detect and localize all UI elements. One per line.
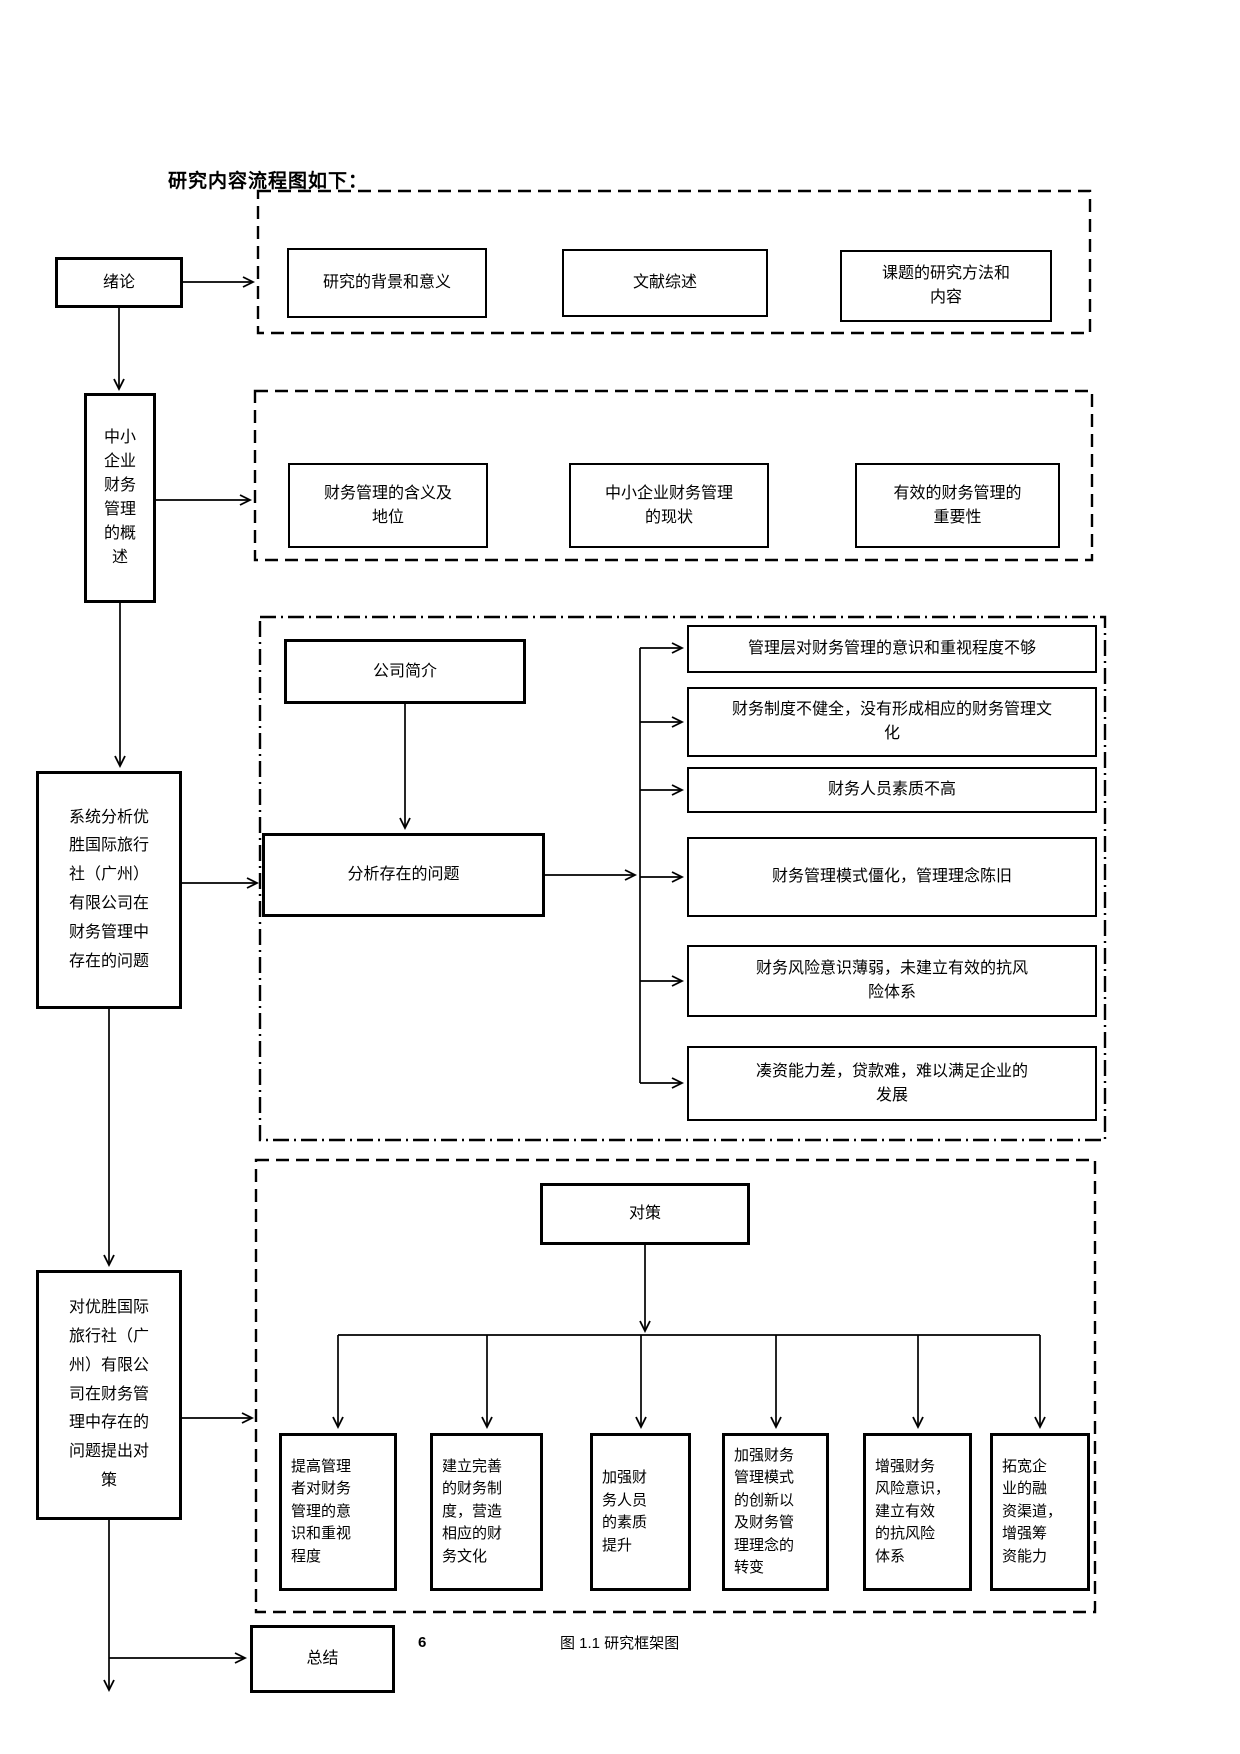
problem-box-1: 管理层对财务管理的意识和重视程度不够 (687, 625, 1097, 673)
solution-box-2: 建立完善 的财务制 度，营造 相应的财 务文化 (430, 1433, 543, 1591)
box-fm-meaning-status: 财务管理的含义及 地位 (288, 463, 488, 548)
box-literature-review: 文献综述 (562, 249, 768, 317)
section2-container (253, 389, 1094, 562)
page-number: 6 (418, 1634, 427, 1651)
solution-box-4: 加强财务 管理模式 的创新以 及财务管 理理念的 转变 (722, 1433, 829, 1591)
figure-caption: 图 1.1 研究框架图 (560, 1635, 680, 1652)
section4-container (254, 1158, 1097, 1614)
section1-container (256, 189, 1092, 335)
node-sme-overview: 中小 企业 财务 管理 的概 述 (84, 393, 156, 603)
box-company-profile: 公司简介 (284, 639, 526, 704)
box-research-background: 研究的背景和意义 (287, 248, 487, 318)
solution-box-3: 加强财 务人员 的素质 提升 (590, 1433, 691, 1591)
problem-box-3: 财务人员素质不高 (687, 767, 1097, 813)
box-effective-fm-importance: 有效的财务管理的 重要性 (855, 463, 1060, 548)
section3-container (258, 615, 1107, 1142)
problem-box-6: 凑资能力差，贷款难，难以满足企业的 发展 (687, 1046, 1097, 1121)
problem-box-2: 财务制度不健全，没有形成相应的财务管理文 化 (687, 687, 1097, 757)
box-sme-fm-status: 中小企业财务管理 的现状 (569, 463, 769, 548)
page-title: 研究内容流程图如下： (168, 171, 369, 192)
box-strategy: 对策 (540, 1183, 750, 1245)
node-countermeasures: 对优胜国际 旅行社（广 州）有限公 司在财务管 理中存在的 问题提出对 策 (36, 1270, 182, 1520)
problem-box-4: 财务管理模式僵化，管理理念陈旧 (687, 837, 1097, 917)
node-system-analysis: 系统分析优 胜国际旅行 社（广州） 有限公司在 财务管理中 存在的问题 (36, 771, 182, 1009)
solution-box-6: 拓宽企 业的融 资渠道， 增强筹 资能力 (990, 1433, 1090, 1591)
solution-box-1: 提高管理 者对财务 管理的意 识和重视 程度 (279, 1433, 397, 1591)
connector-arrows (103, 276, 1046, 1693)
solution-box-5: 增强财务 风险意识， 建立有效 的抗风险 体系 (863, 1433, 972, 1591)
node-introduction: 绪论 (55, 257, 183, 308)
box-research-methods: 课题的研究方法和 内容 (840, 250, 1052, 322)
node-summary: 总结 (250, 1625, 395, 1693)
section-containers (253, 189, 1107, 1614)
problem-box-5: 财务风险意识薄弱，未建立有效的抗风 险体系 (687, 945, 1097, 1017)
box-analyze-problems: 分析存在的问题 (262, 833, 545, 917)
